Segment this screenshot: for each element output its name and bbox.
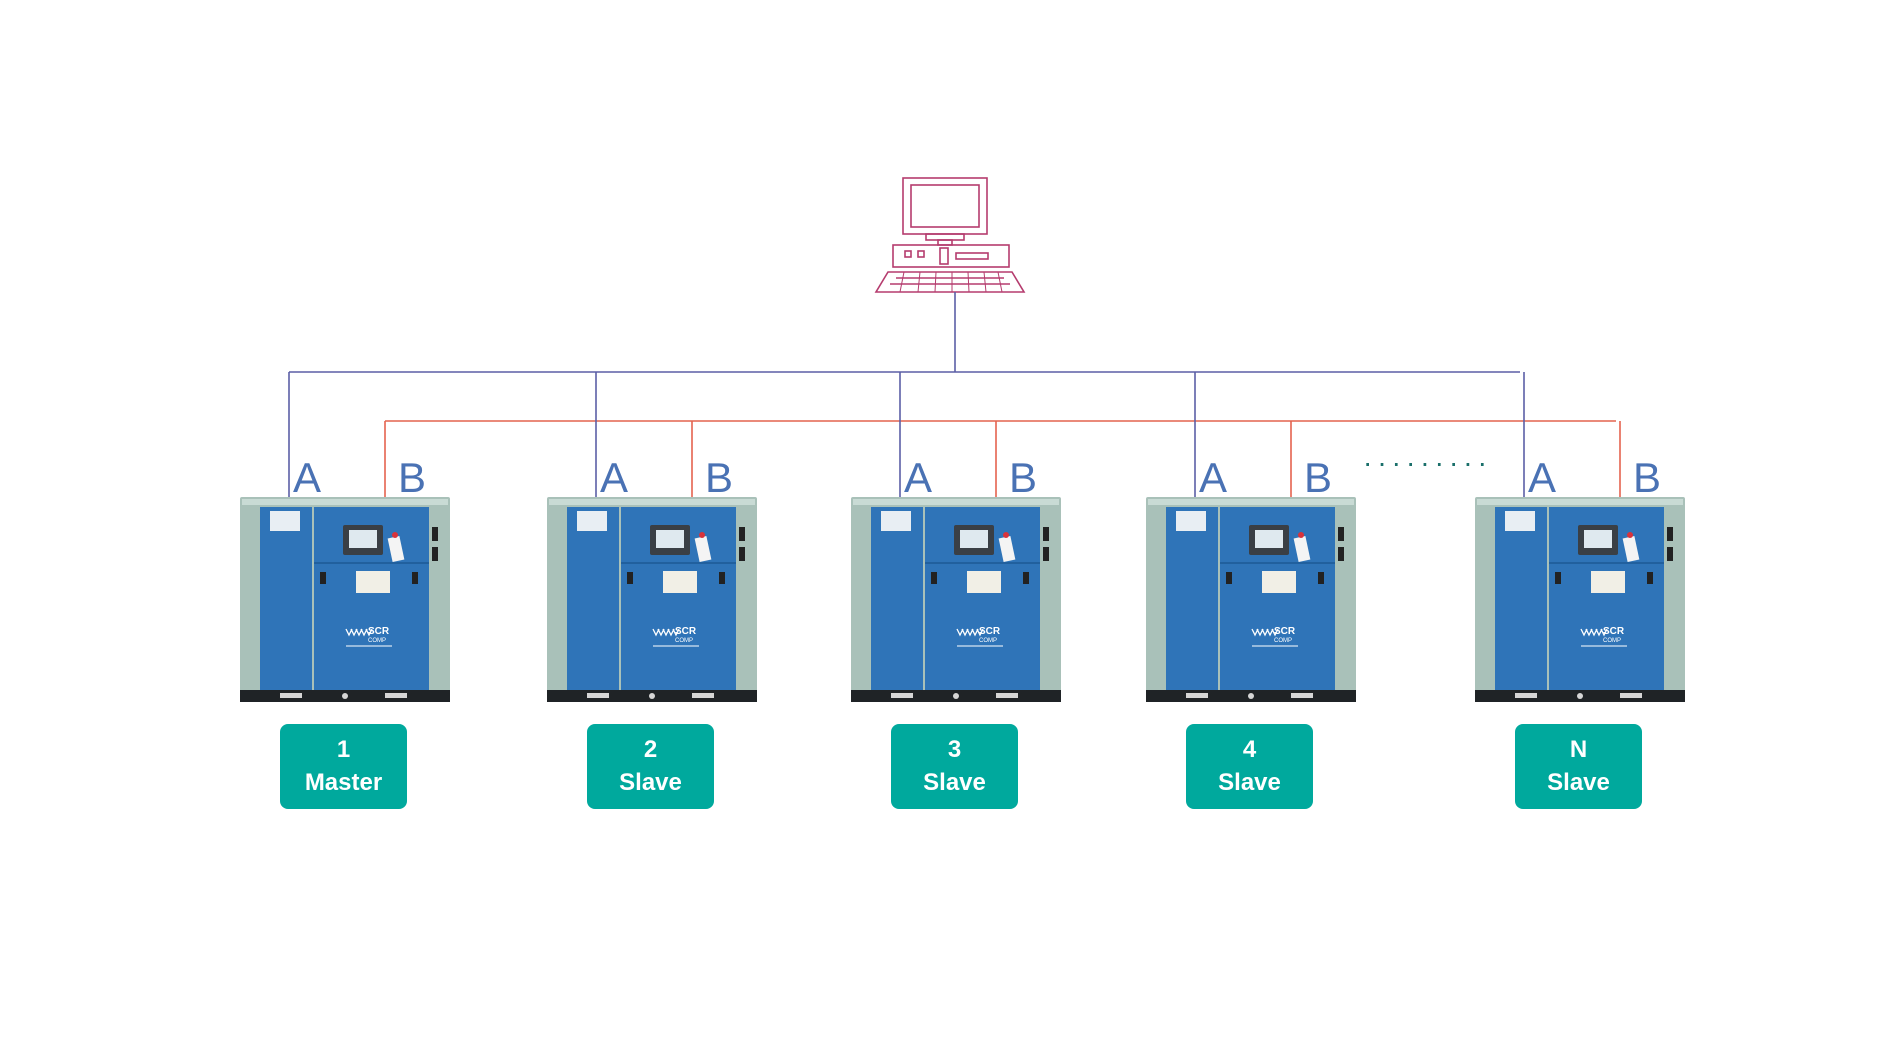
- brand-logo-subtext: COMP: [1603, 638, 1621, 644]
- unit-role: Slave: [1218, 769, 1281, 796]
- unit-role: Slave: [923, 769, 986, 796]
- brand-logo-text: SCR: [1603, 626, 1625, 637]
- line-b-label: B: [1304, 454, 1332, 501]
- unit-role: Master: [305, 769, 382, 796]
- brand-logo-text: SCR: [1274, 626, 1296, 637]
- unit-role: Slave: [1547, 769, 1610, 796]
- brand-logo-subtext: COMP: [368, 638, 386, 644]
- bus-lines: [288, 292, 1621, 497]
- unit-number: 3: [948, 736, 961, 763]
- more-units-ellipsis: ·········: [1363, 447, 1492, 478]
- brand-logo-subtext: COMP: [675, 638, 693, 644]
- brand-logo-subtext: COMP: [979, 638, 997, 644]
- line-b-label: B: [398, 454, 426, 501]
- line-b-label: B: [1633, 454, 1661, 501]
- unit-badge: N Slave: [1515, 724, 1642, 809]
- line-b-label: B: [1009, 454, 1037, 501]
- unit-number: N: [1570, 736, 1587, 763]
- unit-number: 4: [1243, 736, 1257, 763]
- brand-logo-text: SCR: [368, 626, 390, 637]
- line-a-label: A: [293, 454, 321, 501]
- computer-terminal-icon: [874, 177, 1026, 293]
- line-a-label: A: [1199, 454, 1227, 501]
- line-b-label: B: [705, 454, 733, 501]
- unit-role: Slave: [619, 769, 682, 796]
- unit-number: 1: [337, 736, 350, 763]
- brand-logo-text: SCR: [675, 626, 697, 637]
- line-a-label: A: [600, 454, 628, 501]
- line-a-label: A: [904, 454, 932, 501]
- unit-number: 2: [644, 736, 657, 763]
- brand-logo-subtext: COMP: [1274, 638, 1292, 644]
- line-a-label: A: [1528, 454, 1556, 501]
- brand-logo-text: SCR: [979, 626, 1001, 637]
